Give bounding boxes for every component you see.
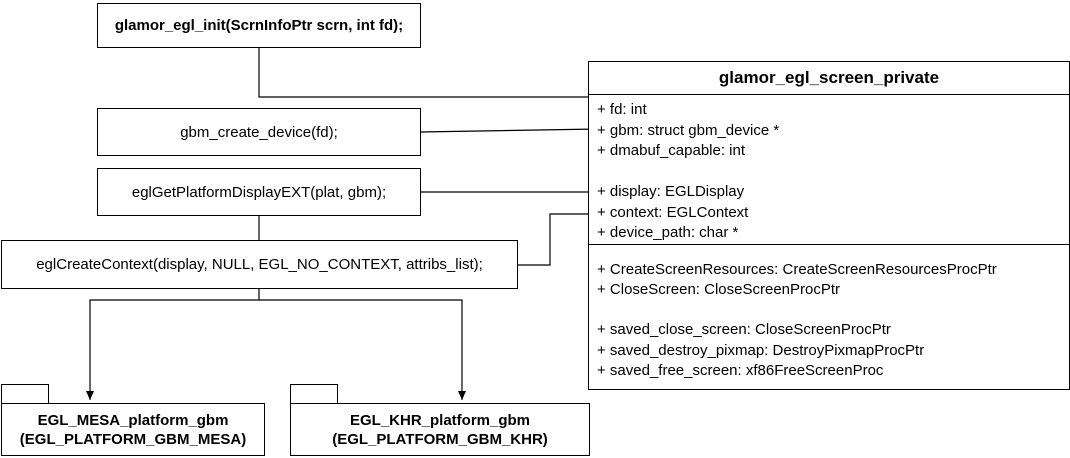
field-fd: + fd: int bbox=[597, 101, 647, 118]
package-mesa-name: EGL_MESA_platform_gbm bbox=[37, 411, 229, 429]
package-mesa-tab bbox=[1, 384, 49, 404]
package-khr-constant: (EGL_PLATFORM_GBM_KHR) bbox=[332, 430, 548, 448]
method-saved-close-screen: + saved_close_screen: CloseScreenProcPtr bbox=[597, 321, 891, 338]
field-device-path: + device_path: char * bbox=[597, 224, 739, 241]
field-gbm: + gbm: struct gbm_device * bbox=[597, 122, 780, 139]
package-egl-khr-platform-gbm: EGL_KHR_platform_gbm (EGL_PLATFORM_GBM_K… bbox=[290, 403, 590, 456]
class-title: glamor_egl_screen_private bbox=[589, 62, 1069, 95]
edge-context-to-packages bbox=[86, 289, 260, 400]
edge-init-to-fd bbox=[258, 48, 604, 110]
edge-context-to-context-field bbox=[518, 210, 598, 266]
node-gbm-create-device: gbm_create_device(fd); bbox=[97, 108, 421, 156]
class-separator bbox=[589, 244, 1069, 245]
field-context: + context: EGLContext bbox=[597, 204, 749, 221]
package-khr-tab bbox=[290, 384, 338, 404]
edge-gbm-to-gbm-field bbox=[419, 125, 599, 134]
node-egl-create-context: eglCreateContext(display, NULL, EGL_NO_C… bbox=[1, 240, 518, 289]
package-mesa-constant: (EGL_PLATFORM_GBM_MESA) bbox=[19, 430, 247, 448]
method-saved-destroy-pixmap: + saved_destroy_pixmap: DestroyPixmapPro… bbox=[597, 342, 925, 359]
node-egl-get-platform-display: eglGetPlatformDisplayEXT(plat, gbm); bbox=[97, 168, 421, 216]
class-glamor-egl-screen-private: glamor_egl_screen_private + fd: int + gb… bbox=[588, 61, 1070, 390]
package-khr-name: EGL_KHR_platform_gbm bbox=[349, 411, 531, 429]
field-display: + display: EGLDisplay bbox=[597, 183, 745, 200]
field-dmabuf-capable: + dmabuf_capable: int bbox=[597, 142, 746, 159]
node-glamor-egl-init: glamor_egl_init(ScrnInfoPtr scrn, int fd… bbox=[97, 3, 421, 48]
method-saved-free-screen: + saved_free_screen: xf86FreeScreenProc bbox=[597, 362, 884, 379]
method-create-screen-resources: + CreateScreenResources: CreateScreenRes… bbox=[597, 261, 997, 278]
method-close-screen: + CloseScreen: CloseScreenProcPtr bbox=[597, 281, 841, 298]
package-egl-mesa-platform-gbm: EGL_MESA_platform_gbm (EGL_PLATFORM_GBM_… bbox=[1, 403, 265, 456]
